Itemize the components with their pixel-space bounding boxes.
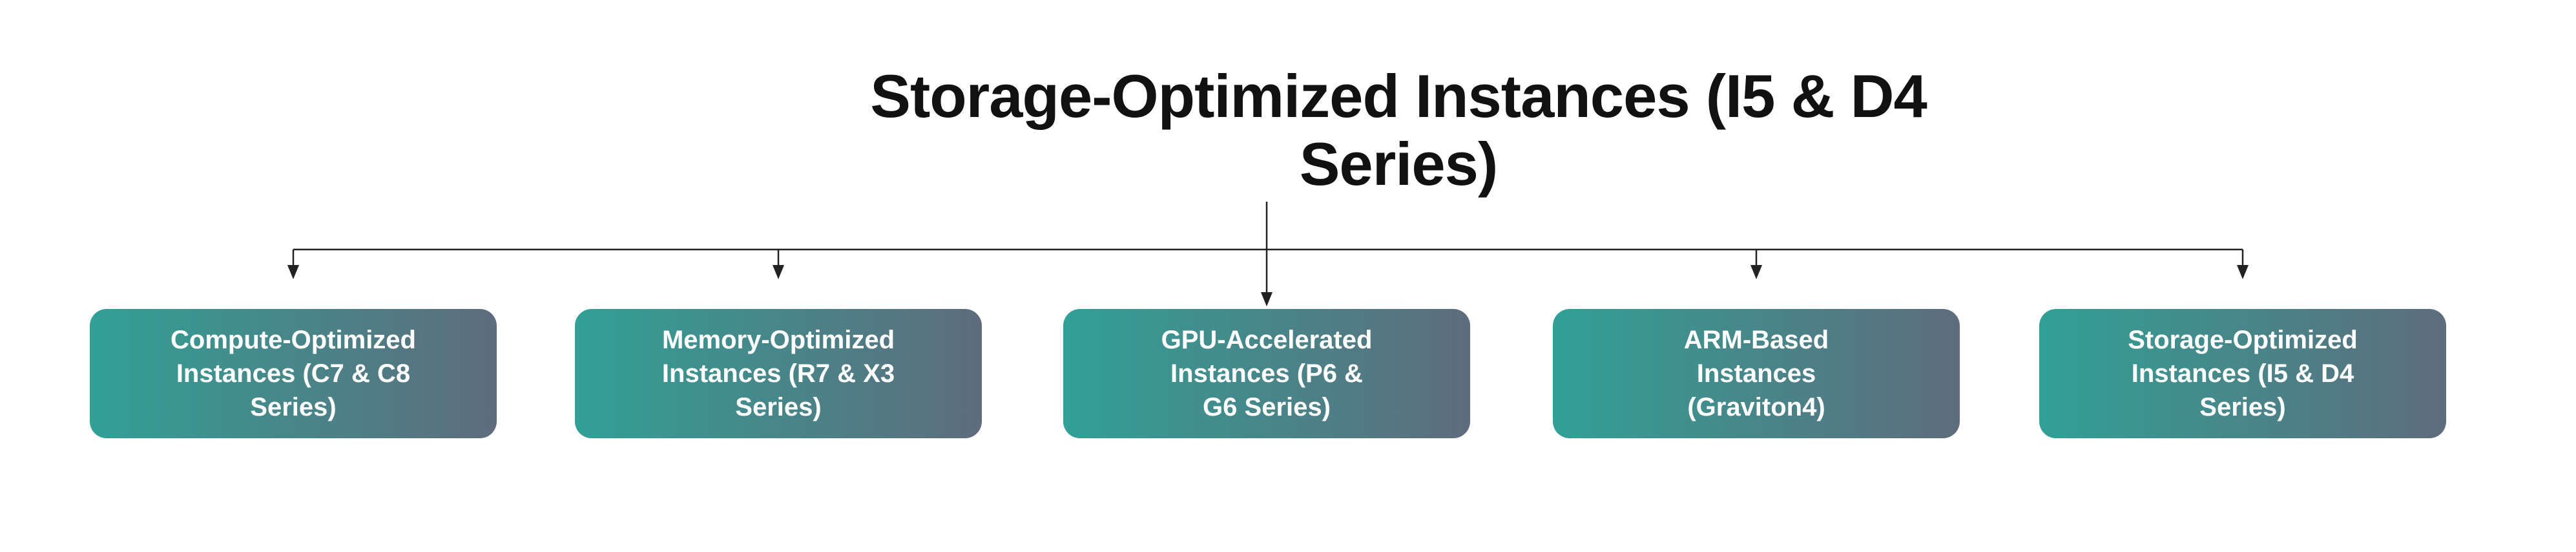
node-gpu-accelerated: GPU-Accelerated Instances (P6 & G6 Serie… (1063, 309, 1470, 438)
arrowhead-icon-5 (2237, 265, 2249, 279)
node-memory-optimized: Memory-Optimized Instances (R7 & X3 Seri… (575, 309, 982, 438)
arrowhead-icon-3 (1261, 292, 1272, 306)
node-label: ARM-Based Instances (Graviton4) (1683, 326, 1829, 421)
node-arm-based: ARM-Based Instances (Graviton4) (1553, 309, 1960, 438)
node-label: Compute-Optimized Instances (C7 & C8 Ser… (171, 326, 416, 421)
node-label: Storage-Optimized Instances (I5 & D4 Ser… (2128, 326, 2358, 421)
node-label: GPU-Accelerated Instances (P6 & G6 Serie… (1161, 326, 1373, 421)
node-label: Memory-Optimized Instances (R7 & X3 Seri… (661, 326, 895, 421)
arrowhead-icon-1 (287, 265, 299, 279)
arrowhead-icon-2 (773, 265, 784, 279)
node-storage-optimized: Storage-Optimized Instances (I5 & D4 Ser… (2039, 309, 2446, 438)
arrowhead-icon-4 (1750, 265, 1762, 279)
diagram-title: Storage-Optimized Instances (I5 & D4 Ser… (870, 62, 1927, 198)
node-compute-optimized: Compute-Optimized Instances (C7 & C8 Ser… (90, 309, 497, 438)
